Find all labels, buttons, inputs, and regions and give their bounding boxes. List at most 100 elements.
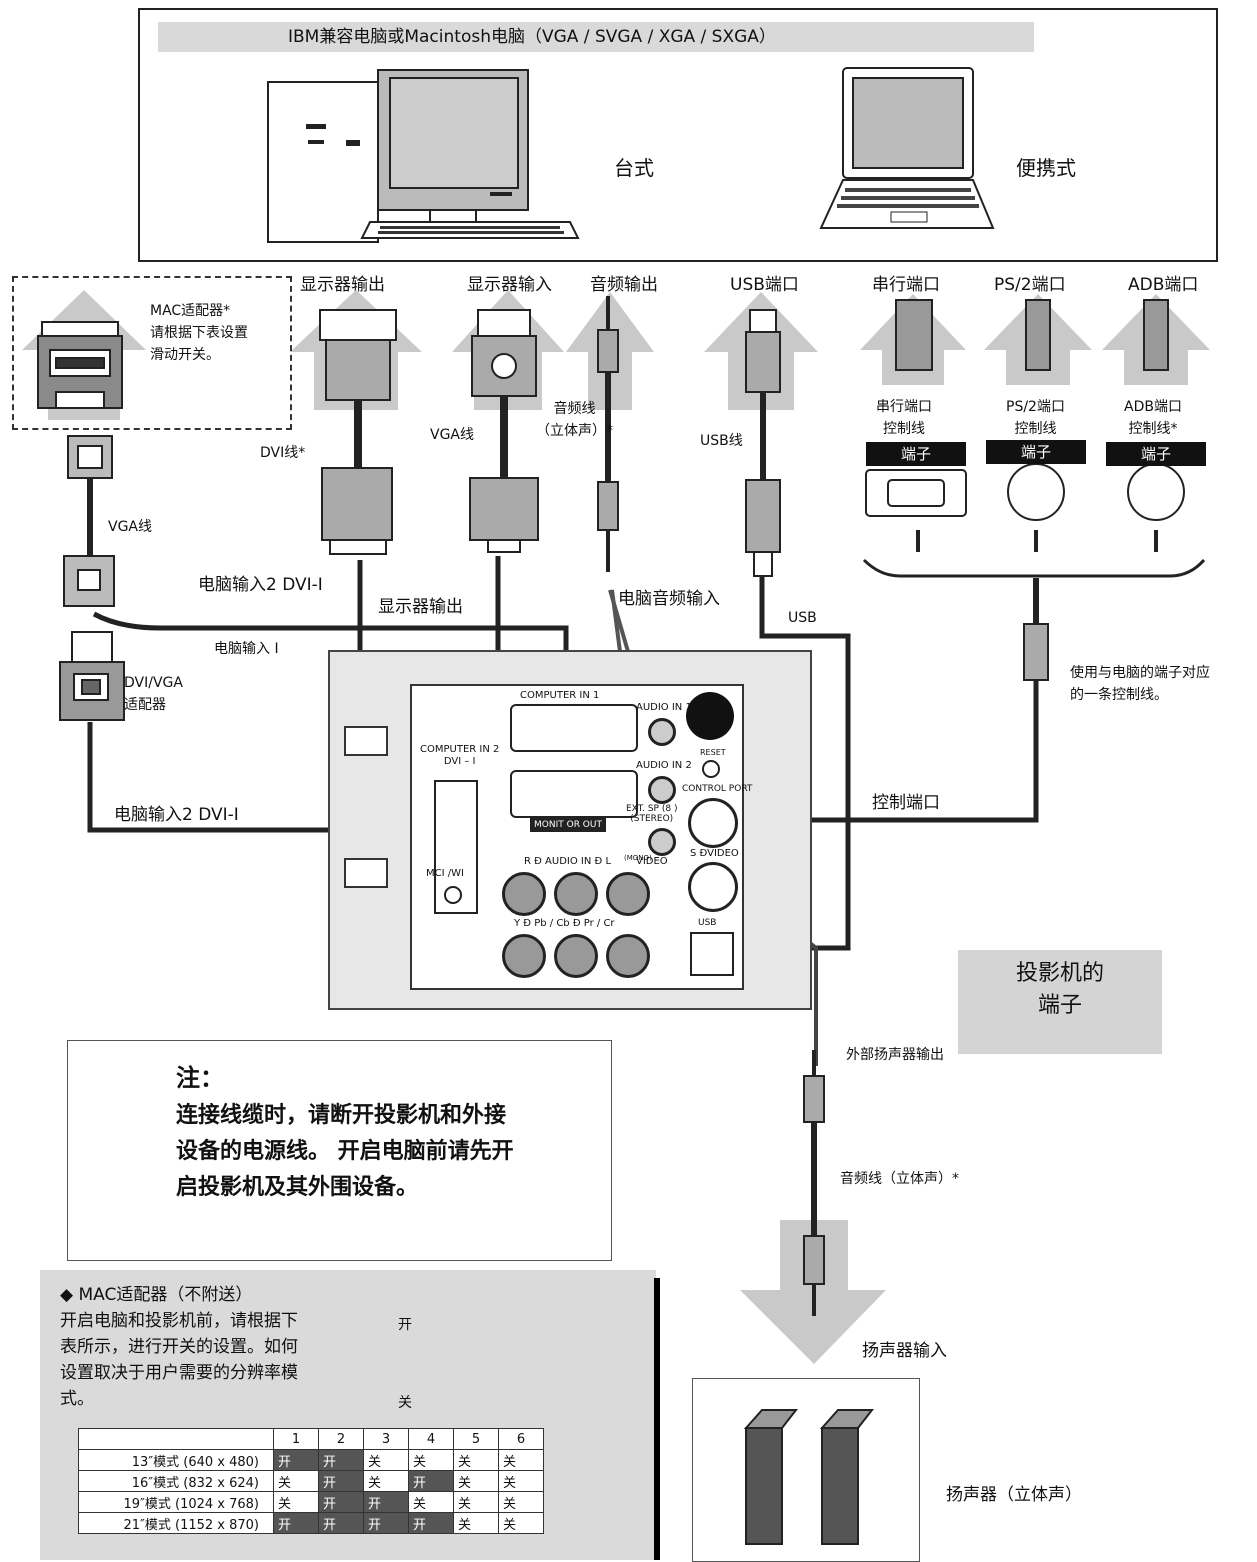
control-cable-note: 使用与电脑的端子对应的一条控制线。: [1070, 665, 1210, 703]
panel-slot-bottom: [344, 858, 388, 888]
audio-in1-panel-label: AUDIO IN 1: [636, 702, 692, 713]
reset-panel-label: RESET: [700, 748, 726, 757]
laptop-computer-icon: [819, 67, 995, 229]
mac-adapter-icon: [37, 321, 123, 409]
usb-cable-label: USB线: [700, 433, 743, 449]
mac-adapter-box: [12, 276, 292, 430]
adb-terminal-tag: 端子: [1106, 442, 1206, 466]
vga-cable-left: [63, 435, 115, 607]
switch-on-label: 开: [398, 1317, 412, 1333]
video-panel-label: VIDEO: [636, 856, 668, 867]
ps2-cable-label: PS/2端口控制线: [1006, 399, 1065, 437]
ps2-terminal-icon: [1007, 463, 1065, 521]
note-title: 注：: [176, 1064, 224, 1092]
panel-slot-top: [344, 726, 388, 756]
ext-speaker-out-label: 外部扬声器输出: [846, 1047, 944, 1063]
vga-cable-left-label: VGA线: [108, 519, 153, 535]
monitor-out-port[interactable]: [510, 770, 638, 818]
audio-in1-jack[interactable]: [648, 718, 676, 746]
computer-in1-port[interactable]: [510, 704, 638, 752]
dvi-cable: [319, 309, 397, 555]
audio-out-port-label: 音频输出: [590, 275, 658, 295]
mci-jack[interactable]: [444, 886, 462, 904]
adb-port-label: ADB端口: [1128, 275, 1199, 295]
control-port-panel-label: CONTROL PORT: [682, 784, 753, 794]
audio-cable-top: [597, 296, 619, 572]
desktop-label: 台式: [614, 156, 654, 180]
usb-port-label: USB端口: [730, 275, 799, 295]
reset-button[interactable]: [702, 760, 720, 778]
ext-sp-panel-label: EXT. SP (8 )(STEREO): [626, 804, 678, 824]
audio-cable-stereo-label: 音频线（立体声）*: [840, 1171, 959, 1187]
ext-speaker-jack[interactable]: [648, 828, 676, 856]
note-box: [67, 1040, 612, 1261]
pb-jack[interactable]: [554, 934, 598, 978]
table-row: 16″模式 (832 x 624) 关开关 开关关: [78, 1470, 544, 1492]
speaker-label: 扬声器（立体声）: [946, 1485, 1082, 1505]
monitor-out-port-label: 显示器输出: [300, 275, 385, 295]
audio-r-jack[interactable]: [502, 872, 546, 916]
mci-panel-label: MCI /WI: [426, 868, 464, 879]
ps2-terminal-tag: 端子: [986, 440, 1086, 464]
switch-off-label: 关: [398, 1395, 412, 1411]
computer-in1-panel-label: COMPUTER IN 1: [520, 690, 600, 701]
note-text: 连接线缆时，请断开投影机和外接设备的电源线。 开启电脑前请先开启投影机及其外围设…: [176, 1103, 514, 1200]
table-row: 19″模式 (1024 x 768) 关开开 关关关: [78, 1491, 544, 1513]
s-video-panel-label: S ÐVIDEO: [690, 848, 739, 859]
ps2-connector: [1025, 299, 1051, 371]
usb-port[interactable]: [690, 932, 734, 976]
audio-in2-jack[interactable]: [648, 776, 676, 804]
serial-cable-label: 串行端口控制线: [876, 399, 932, 437]
speaker-box: [692, 1378, 920, 1562]
audio-cable-bottom: [803, 1050, 825, 1316]
adb-cable-label: ADB端口控制线*: [1124, 399, 1182, 437]
table-row: 21″模式 (1152 x 870) 开开开 开关关: [78, 1512, 544, 1534]
audio-in2-panel-label: AUDIO IN 2: [636, 760, 692, 771]
computer-audio-in-label: 电脑音频输入: [618, 589, 720, 609]
dvi-vga-adapter-icon: [59, 631, 125, 721]
monitor-in-port-label: 显示器输入: [467, 275, 552, 295]
down-arrow-speaker: [740, 1290, 886, 1364]
computer-in2-dvi-top-label: 电脑输入2 DVI-I: [198, 575, 323, 595]
mac-adapter-note: MAC适配器*请根据下表设置滑动开关。: [150, 303, 248, 363]
audio-row-panel-label: R Ð AUDIO IN Ð L: [524, 856, 612, 867]
s-video-port[interactable]: [688, 862, 738, 912]
video-jack[interactable]: [606, 872, 650, 916]
audio-l-jack[interactable]: [554, 872, 598, 916]
laptop-label: 便携式: [1016, 156, 1076, 180]
y-jack[interactable]: [502, 934, 546, 978]
usb-cable: [745, 309, 781, 577]
ycbcr-panel-label: Y Ð Pb / Cb Ð Pr / Cr: [514, 918, 615, 929]
speaker-icon: [743, 1409, 875, 1545]
vga-cable-middle: [469, 309, 539, 553]
control-port[interactable]: [688, 798, 738, 848]
adb-terminal-icon: [1127, 463, 1185, 521]
serial-port-label: 串行端口: [872, 275, 940, 295]
serial-terminal-tag: 端子: [866, 442, 966, 466]
projector-terminal-label: 投影机的端子: [958, 950, 1162, 1054]
monitor-out-connection-label: 显示器输出: [378, 597, 463, 617]
vga-cable-mid-label: VGA线: [430, 427, 475, 443]
desktop-computer-icon: [267, 69, 580, 243]
ps2-port-label: PS/2端口: [994, 275, 1066, 295]
mono-panel-label: (MONO): [624, 854, 652, 862]
table-row: 13″模式 (640 x 480) 开开关 关关关: [78, 1449, 544, 1471]
serial-connector: [895, 299, 933, 371]
computer-in1-label: 电脑输入 I: [214, 641, 279, 657]
computer-box: [138, 8, 1218, 262]
usb-panel-label: USB: [698, 918, 717, 928]
control-port-connection-label: 控制端口: [872, 793, 940, 813]
pr-jack[interactable]: [606, 934, 650, 978]
dvi-cable-label: DVI线*: [260, 445, 306, 461]
audio-cable-label: 音频线（立体声）*: [536, 401, 613, 439]
computer-in2-dvi-bottom-label: 电脑输入2 DVI-I: [114, 805, 239, 825]
adb-connector: [1143, 299, 1169, 371]
usb-connection-label: USB: [788, 610, 817, 626]
control-cable: [1023, 578, 1049, 681]
speaker-in-label: 扬声器输入: [862, 1341, 947, 1361]
